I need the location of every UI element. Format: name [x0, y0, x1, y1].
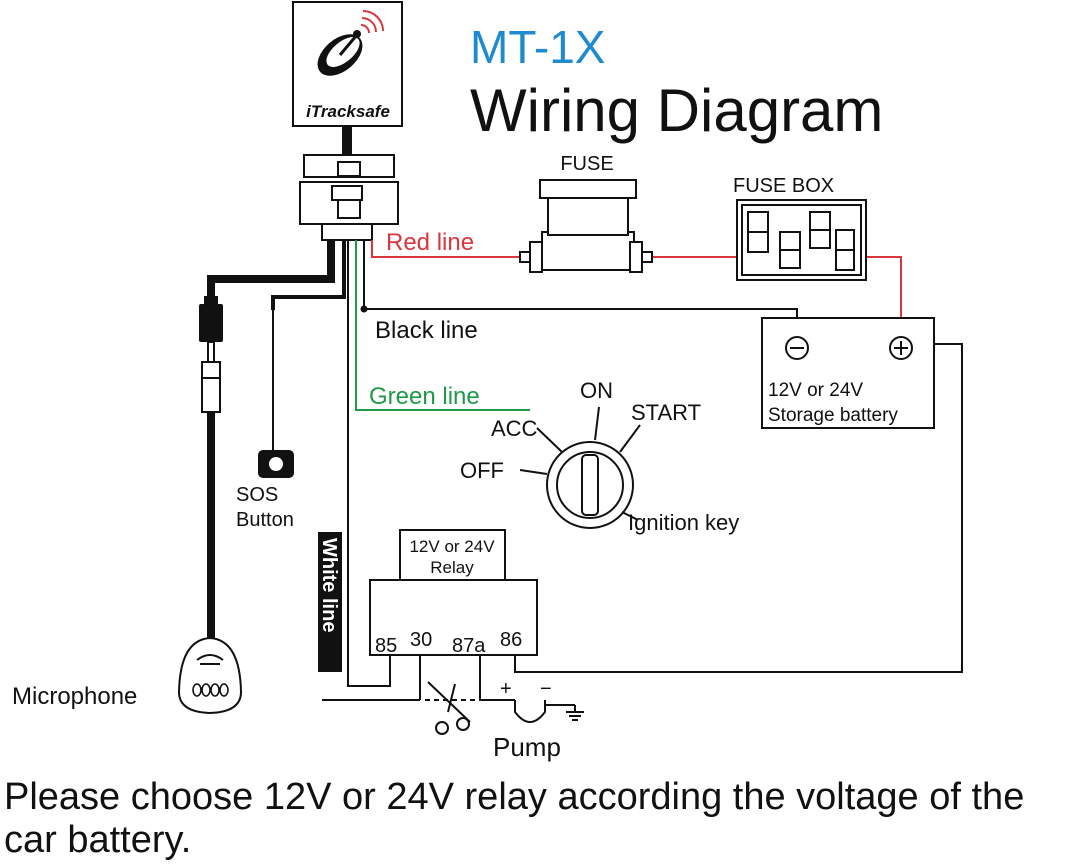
start-label: START [631, 400, 701, 425]
relay-label: Relay [430, 558, 474, 577]
red-line-label: Red line [386, 229, 474, 256]
gps-tracker-device: iTracksafe [292, 1, 403, 127]
page-title: Wiring Diagram [470, 77, 883, 144]
green-line-label: Green line [369, 383, 480, 410]
audio-jack [199, 296, 223, 413]
sos-button-icon [258, 450, 294, 478]
fuse-box-label: FUSE BOX [733, 175, 834, 197]
pump-minus-label: − [540, 678, 552, 700]
relay-pin-30: 30 [410, 629, 432, 651]
model-title: MT-1X [470, 21, 605, 73]
microphone-icon [177, 636, 243, 715]
pump-wiring [322, 655, 584, 735]
relay [369, 529, 538, 656]
sos-wire [271, 240, 346, 452]
footer-note: Please choose 12V or 24V relay according… [4, 776, 1025, 861]
wire-connector [299, 154, 399, 241]
white-line-tag [318, 532, 342, 672]
battery-relay-wire [514, 343, 963, 673]
storage-battery [761, 317, 935, 429]
battery-type-label: Storage battery [768, 405, 898, 426]
microphone-cable [207, 240, 335, 640]
relay-pin-87a: 87a [452, 635, 486, 657]
pump-label: Pump [493, 732, 561, 762]
black-line-label: Black line [375, 317, 478, 344]
sos-label: SOS [236, 484, 278, 506]
red-wire [371, 240, 902, 340]
relay-voltage-label: 12V or 24V [409, 537, 495, 556]
fuse-icon [519, 179, 653, 273]
fuse-box-icon [736, 199, 867, 281]
satellite-dish-icon [317, 10, 384, 76]
relay-pin-86: 86 [500, 629, 522, 651]
battery-voltage-label: 12V or 24V [768, 380, 863, 401]
green-wire [355, 240, 530, 411]
ignition-key-icon [519, 406, 641, 529]
ignition-key-label: Ignition key [628, 510, 739, 535]
brand-label: iTracksafe [306, 102, 390, 121]
acc-label: ACC [491, 416, 538, 441]
on-label: ON [580, 378, 613, 403]
white-line-label: White line [318, 538, 340, 632]
pump-plus-label: + [500, 678, 512, 700]
off-label: OFF [460, 458, 504, 483]
device-cable [342, 126, 352, 154]
white-wire [347, 240, 391, 687]
relay-pin-85: 85 [375, 635, 397, 657]
sos-button-label: Button [236, 509, 294, 531]
fuse-label: FUSE [560, 153, 613, 175]
microphone-label: Microphone [12, 683, 137, 710]
